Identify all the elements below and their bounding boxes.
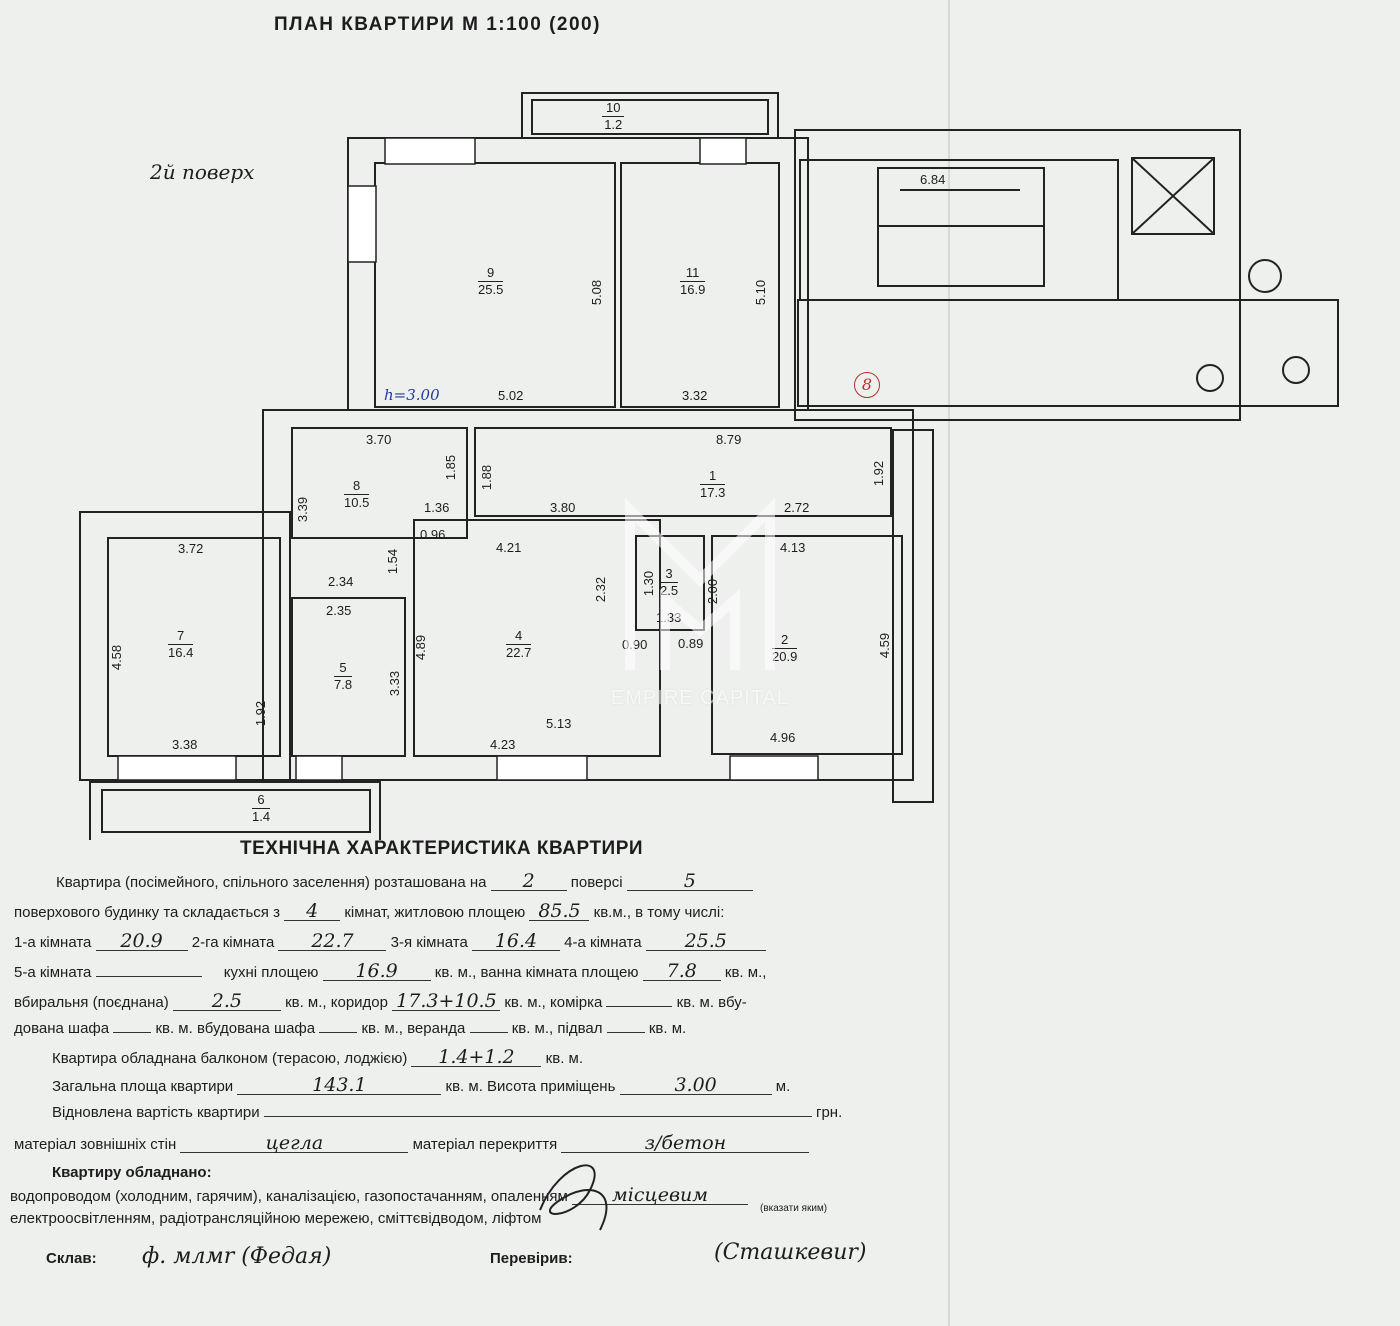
watermark: EMPIRE CAPITAL <box>560 470 840 710</box>
dimension: 1.54 <box>385 548 401 575</box>
specs-row-10: матеріал зовнішніх стін цегла матеріал п… <box>14 1134 810 1153</box>
dimension: 2.34 <box>328 574 354 589</box>
room1-value: 20.9 <box>95 932 188 951</box>
room2-value: 22.7 <box>278 932 387 951</box>
balcony-value: 1.4+1.2 <box>411 1048 542 1067</box>
dimension: 3.72 <box>178 541 204 556</box>
room4-value: 25.5 <box>645 932 766 951</box>
specs-heading: ТЕХНІЧНА ХАРАКТЕРИСТИКА КВАРТИРИ <box>240 838 644 859</box>
ceiling-height-note: h=3.00 <box>384 386 440 404</box>
bath-value: 7.8 <box>642 962 721 981</box>
specs-row-7: Квартира обладнана балконом (терасою, ло… <box>52 1046 584 1068</box>
checked-by-label: Перевірив: <box>490 1250 573 1267</box>
dimension: 8.79 <box>716 432 742 447</box>
specs-row-2: поверхового будинку та складається з 4 к… <box>14 900 725 922</box>
plan-title: ПЛАН КВАРТИРИ М 1:100 (200) <box>274 14 601 35</box>
living-area-value: 85.5 <box>529 902 590 921</box>
watermark-logo-icon <box>625 497 775 670</box>
dimension: 2.72 <box>784 500 810 515</box>
dimension: 4.58 <box>109 644 125 671</box>
dimension: 5.10 <box>753 279 769 306</box>
dimension: 2.35 <box>326 603 352 618</box>
specs-row-13: електроосвітленням, радіотрансляційною м… <box>10 1210 542 1227</box>
dimension: 1.85 <box>443 454 459 481</box>
dimension: 3.33 <box>387 670 403 697</box>
specs-row-12: водопроводом (холодним, гарячим), каналі… <box>10 1186 748 1205</box>
dimension: 0.89 <box>678 636 704 651</box>
dimension: 4.89 <box>413 634 429 661</box>
dimension: 4.96 <box>770 730 796 745</box>
dimension: 4.59 <box>877 632 893 659</box>
dimension: 1.36 <box>424 500 450 515</box>
wc-value: 2.5 <box>172 992 281 1011</box>
floor-plan <box>79 92 1339 840</box>
dimension: 5.02 <box>498 388 524 403</box>
heating-hint: (вказати яким) <box>760 1203 828 1214</box>
dimension: 1.88 <box>479 464 495 491</box>
corridor-value: 17.3+10.5 <box>392 992 501 1011</box>
dimension: 5.08 <box>589 279 605 306</box>
room3-value: 16.4 <box>472 932 560 951</box>
storage-value <box>606 1006 673 1007</box>
dimension: 1.92 <box>253 700 269 727</box>
kitchen-value: 16.9 <box>322 962 431 981</box>
dimension: 3.70 <box>366 432 392 447</box>
specs-row-9: Відновлена вартість квартири грн. <box>52 1104 843 1121</box>
specs-row-8: Загальна площа квартири 143.1 кв. м. Вис… <box>52 1074 791 1096</box>
specs-row-1: Квартира (посімейного, спільного заселен… <box>56 872 753 891</box>
room5-value <box>95 976 202 977</box>
dimension: 3.39 <box>295 496 311 523</box>
value-restored <box>263 1116 812 1117</box>
dimension: 0.96 <box>420 527 446 542</box>
equipped-title: Квартиру обладнано: <box>52 1164 212 1181</box>
dimension: 4.21 <box>496 540 522 555</box>
block-upper-outline <box>347 137 809 411</box>
ceiling-material-value: з/бетон <box>561 1134 810 1153</box>
checked-by-signature: (Сташкевиr) <box>714 1240 867 1265</box>
specs-row-3: 1-а кімната 20.9 2-га кімната 22.7 3-я к… <box>14 932 766 951</box>
signature-scribble <box>539 1164 608 1231</box>
wall-material-value: цегла <box>180 1134 409 1153</box>
hall-number-circled: 8 <box>854 372 880 398</box>
paper-fold <box>948 0 950 1326</box>
watermark-text: EMPIRE CAPITAL <box>610 687 790 709</box>
specs-row-4: 5-а кімната кухні площею 16.9 кв. м., ва… <box>14 960 767 982</box>
dimension: 1.92 <box>871 460 887 487</box>
specs-row-6: дована шафа кв. м. вбудована шафа кв. м.… <box>14 1020 687 1037</box>
staircase-dimension: 6.84 <box>920 172 946 187</box>
dimension: 3.32 <box>682 388 708 403</box>
specs-row-5: вбиральня (поєднана) 2.5 кв. м., коридор… <box>14 990 747 1012</box>
rooms-count-value: 4 <box>284 902 341 921</box>
floor-note: 2й поверх <box>150 160 255 184</box>
floors-total-value: 5 <box>626 872 753 891</box>
dimension: 4.23 <box>490 737 516 752</box>
made-by-signature: ф. млмr (Федая) <box>142 1244 332 1269</box>
dimension: 3.38 <box>172 737 198 752</box>
dimension: 3.80 <box>550 500 576 515</box>
floor-value: 2 <box>490 872 567 891</box>
heating-value: місцевим <box>572 1186 748 1205</box>
room-height-value: 3.00 <box>619 1076 772 1095</box>
made-by-label: Склав: <box>46 1250 97 1267</box>
dimension: 5.13 <box>546 716 572 731</box>
total-area-value: 143.1 <box>237 1076 442 1095</box>
dimension: 4.13 <box>780 540 806 555</box>
